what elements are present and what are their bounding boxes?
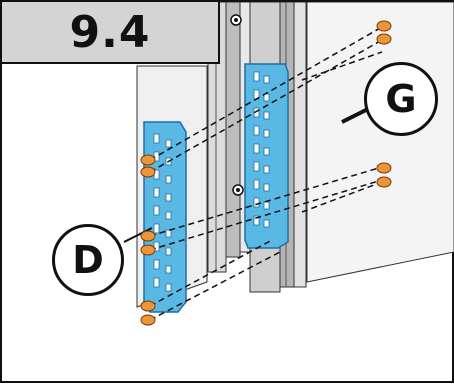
step-number: 9.4 — [69, 6, 151, 58]
nut-icon — [230, 14, 242, 26]
screw-icon — [140, 314, 156, 326]
screw-icon — [140, 300, 156, 312]
step-number-box: 9.4 — [2, 2, 220, 64]
screw-icon — [376, 162, 392, 174]
screw-icon — [140, 166, 156, 178]
wall-panel-right — [306, 2, 454, 283]
callout-g: G — [364, 62, 438, 136]
screw-icon — [376, 33, 392, 45]
callout-d-letter: D — [72, 238, 104, 282]
screw-icon — [140, 244, 156, 256]
screw-icon — [140, 230, 156, 242]
mounting-bracket-icon — [244, 63, 289, 249]
nut-icon — [232, 184, 244, 196]
screw-icon — [140, 154, 156, 166]
screw-icon — [376, 20, 392, 32]
callout-d: D — [52, 224, 124, 296]
leader-line-d — [123, 227, 153, 243]
mounting-bracket-icon — [143, 121, 187, 313]
assembly-guide-lines — [149, 26, 383, 321]
callout-g-letter: G — [385, 77, 417, 121]
screw-icon — [376, 176, 392, 188]
